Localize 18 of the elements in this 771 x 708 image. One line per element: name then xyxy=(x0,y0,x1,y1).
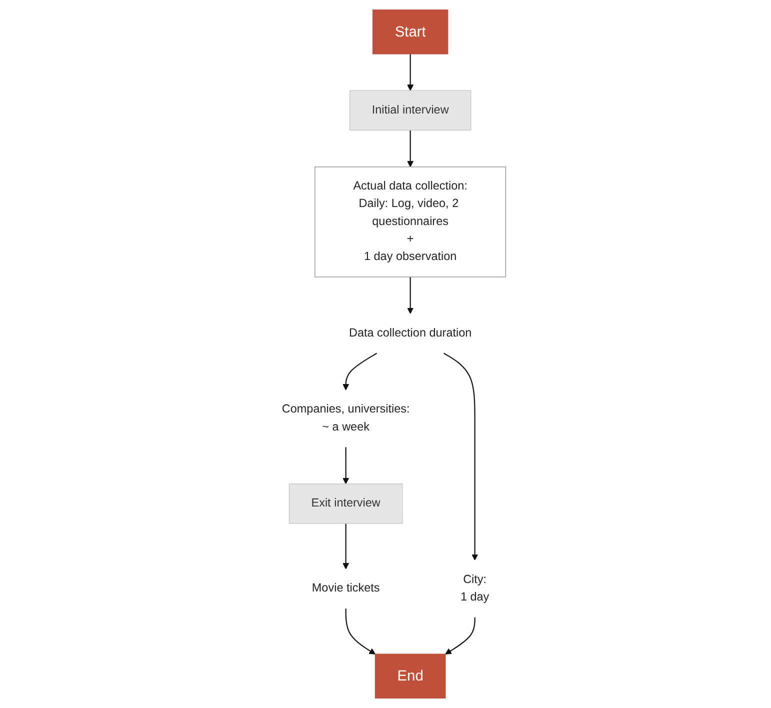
node-text: Companies, universities: ~ a week xyxy=(282,403,410,434)
node-box: Exit interview xyxy=(288,484,403,524)
arrow xyxy=(445,617,476,654)
arrow xyxy=(345,608,376,654)
node-text: Movie tickets xyxy=(312,582,380,595)
node-box: End xyxy=(374,654,446,698)
arrow xyxy=(407,54,414,91)
node-box: Initial interview xyxy=(349,90,472,131)
arrow xyxy=(342,352,378,390)
node-box: Actual data collection: Daily: Log, video, 2 questionnaires + 1 day observation xyxy=(314,166,506,278)
node-text: City: 1 day xyxy=(460,573,490,604)
arrow xyxy=(407,276,414,314)
arrow xyxy=(342,523,350,570)
node-box: Start xyxy=(372,10,448,54)
arrow xyxy=(342,447,350,484)
arrow xyxy=(407,130,414,168)
node-text: Data collection duration xyxy=(348,326,472,340)
arrow xyxy=(444,352,478,560)
